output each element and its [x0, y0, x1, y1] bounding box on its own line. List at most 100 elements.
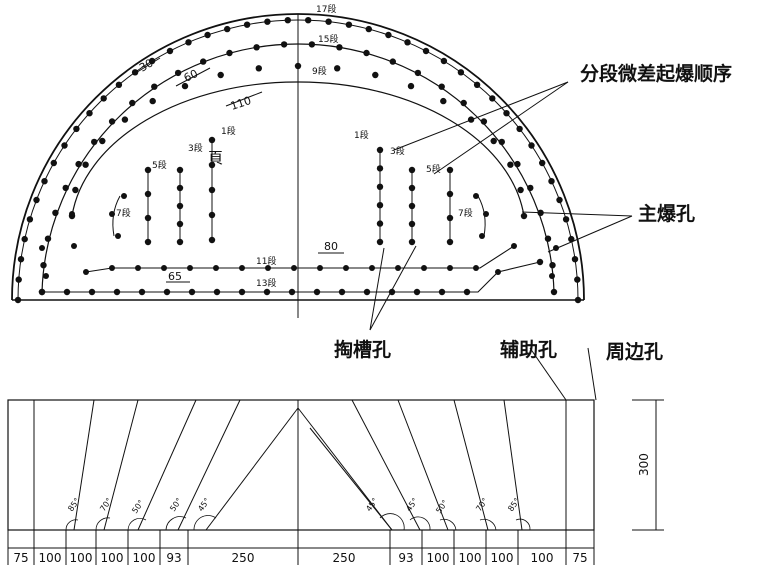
- auxiliary-hole: [460, 99, 467, 107]
- dim-80: 80: [324, 240, 338, 253]
- floor-hole: [363, 288, 371, 296]
- dim-110: 110: [229, 94, 253, 113]
- perimeter-hole: [148, 57, 156, 65]
- cut-hole: [176, 220, 184, 228]
- perimeter-hole: [264, 18, 271, 25]
- cut-hole: [408, 202, 416, 210]
- dim-30: 30: [137, 56, 156, 74]
- leader-lines: [369, 81, 633, 401]
- row-11-hole: [239, 265, 245, 271]
- seg-17: 17段: [316, 3, 336, 15]
- row-11-hole: [135, 265, 141, 271]
- bottom-dim-value: 100: [70, 551, 93, 565]
- perimeter-hole: [243, 21, 251, 28]
- perimeter-hole: [166, 47, 174, 55]
- cut-angle-label: 70°: [474, 496, 490, 513]
- auxiliary-hole: [226, 49, 233, 57]
- perimeter-hole: [440, 57, 448, 65]
- perimeter-hole: [422, 47, 430, 55]
- cut-angle-label: 50°: [168, 496, 184, 513]
- perimeter-hole: [204, 31, 211, 39]
- profile-frame: [7, 399, 595, 531]
- cut-hole: [144, 166, 152, 174]
- row-11-hole: [511, 243, 517, 249]
- row-11-hole: [83, 269, 89, 275]
- cut-angle-label: 50°: [130, 498, 146, 515]
- auxiliary-hole: [280, 41, 288, 48]
- row-11-hole: [213, 265, 219, 271]
- cut-hole: [144, 190, 152, 198]
- callout-main-holes: 主爆孔: [638, 203, 695, 225]
- main-hole: [217, 71, 224, 79]
- cut-hole: [376, 238, 384, 246]
- bottom-dim-value: 93: [398, 551, 413, 565]
- bottom-dim-value: 100: [531, 551, 554, 565]
- seg-1-left: 1段: [221, 125, 236, 137]
- row-11-hole: [187, 265, 193, 271]
- row-11-hole: [291, 265, 297, 271]
- bottom-dim-value: 100: [101, 551, 124, 565]
- auxiliary-hole: [108, 118, 116, 125]
- seg-15: 15段: [318, 33, 338, 45]
- cut-hole: [408, 238, 416, 246]
- auxiliary-hole: [363, 49, 370, 57]
- floor-hole: [138, 288, 146, 296]
- row-11-hole: [265, 265, 271, 271]
- row-11-hole: [369, 265, 375, 271]
- main-hole: [520, 212, 528, 220]
- floor-hole: [188, 288, 196, 296]
- perimeter-hole: [14, 296, 22, 304]
- floor-hole: [213, 288, 221, 296]
- auxiliary-hole: [544, 235, 552, 242]
- perimeter-hole: [33, 196, 40, 204]
- center-glyph: 頁: [208, 149, 223, 167]
- cut-hole: [408, 220, 416, 228]
- seg-13: 13段: [256, 277, 276, 289]
- cut-hole: [144, 238, 152, 246]
- bottom-dim-value: 100: [459, 551, 482, 565]
- wall-hole: [549, 273, 555, 279]
- cut-angle-label: 45°: [196, 496, 212, 513]
- main-hole: [255, 65, 262, 72]
- callouts: 分段微差起爆顺序 主爆孔 掏槽孔 辅助孔 周边孔: [334, 62, 732, 363]
- row-11-hole: [317, 265, 323, 271]
- perimeter-hole: [86, 110, 93, 117]
- callout-perimeter-holes: 周边孔: [606, 341, 663, 363]
- perimeter-hole: [568, 235, 575, 243]
- wall-hole: [39, 245, 45, 251]
- floor-hole: [63, 288, 71, 296]
- perimeter-hole: [50, 159, 57, 167]
- cut-hole: [208, 236, 216, 244]
- auxiliary-hole: [389, 58, 396, 65]
- row-11-hole: [161, 265, 167, 271]
- seg-3-right: 3段: [390, 145, 405, 157]
- seg-7-left: 7段: [116, 207, 131, 219]
- perimeter-hole: [345, 21, 353, 28]
- auxiliary-hole: [308, 41, 316, 48]
- main-hole: [407, 82, 415, 90]
- cut-hole: [176, 166, 184, 174]
- bottom-dim-value: 93: [166, 551, 181, 565]
- floor-hole: [338, 288, 346, 296]
- main-hole: [507, 161, 514, 168]
- floor-hole: [113, 288, 121, 296]
- perimeter-hole: [489, 95, 496, 102]
- auxiliary-hole: [40, 262, 47, 269]
- auxiliary-hole: [75, 160, 82, 168]
- perimeter-hole: [224, 25, 231, 33]
- perimeter-hole: [100, 95, 107, 102]
- perimeter-hole: [365, 25, 372, 33]
- cut-angle-labels: 85°70°50°50°45°45°45°50°70°85°: [66, 496, 522, 515]
- cut-hole: [446, 238, 454, 246]
- seg-1-right: 1段: [354, 129, 369, 141]
- auxiliary-hole: [253, 44, 260, 51]
- seg-9: 9段: [312, 65, 327, 77]
- cut-hole: [176, 238, 184, 246]
- perimeter-hole: [325, 18, 332, 25]
- floor-hole: [463, 288, 471, 296]
- main-hole: [483, 211, 489, 217]
- cut-hole: [408, 184, 416, 192]
- cut-hole: [376, 220, 384, 227]
- auxiliary-hole: [549, 262, 556, 269]
- bottom-dim-value: 75: [13, 551, 28, 565]
